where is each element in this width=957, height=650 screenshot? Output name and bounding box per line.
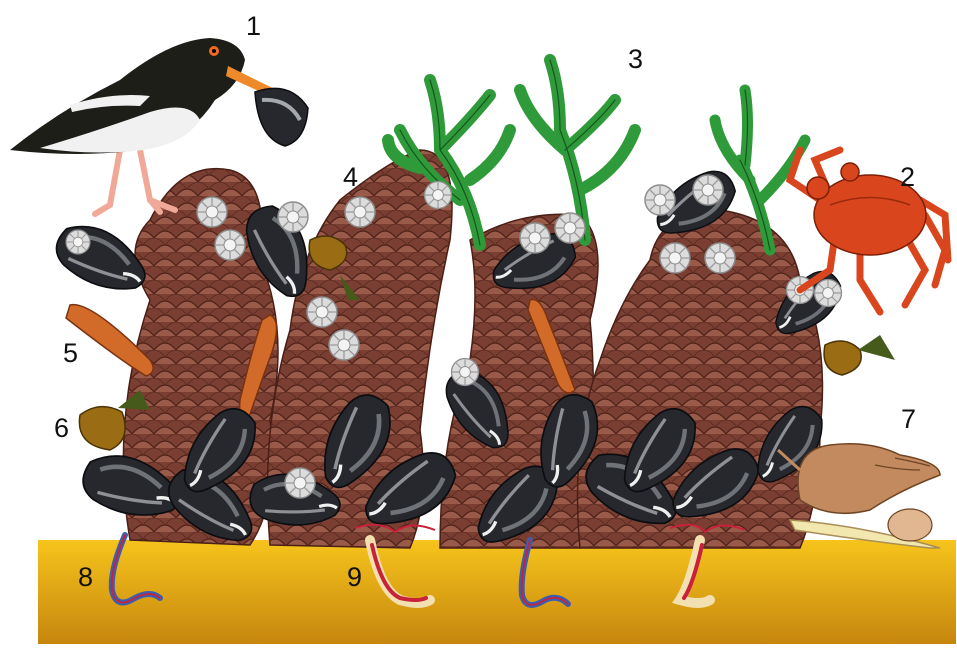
barnacle-icon [693, 175, 723, 205]
label-polychaete: 9 [347, 562, 362, 592]
barnacle-icon [425, 182, 452, 209]
barnacle-icon [278, 202, 308, 232]
barnacle-icon [815, 280, 842, 307]
label-seaweed: 3 [628, 44, 643, 74]
barnacle-icon [660, 243, 690, 273]
barnacle-icon [520, 223, 550, 253]
barnacle-icon [307, 297, 337, 327]
barnacle-icon [215, 230, 245, 260]
oystercatcher-icon [10, 38, 308, 214]
barnacle-icon [705, 243, 735, 273]
label-oystercatcher: 1 [246, 11, 261, 41]
label-periwinkle: 6 [54, 413, 69, 443]
barnacle-icon [452, 359, 479, 386]
barnacle-icon [329, 330, 359, 360]
barnacle-icon [645, 185, 675, 215]
sediment-layer [38, 540, 956, 644]
mussel-icon [50, 209, 148, 309]
barnacle-icon [345, 197, 375, 227]
barnacle-icon [555, 213, 585, 243]
barnacle-icon [285, 468, 315, 498]
label-ragworm: 8 [78, 562, 93, 592]
barnacle-icon [66, 230, 90, 254]
barnacle-icon [197, 197, 227, 227]
label-barnacle: 4 [343, 162, 358, 192]
label-crab: 2 [900, 162, 915, 192]
label-whelk: 7 [901, 404, 916, 434]
label-worm-tube: 5 [63, 338, 78, 368]
